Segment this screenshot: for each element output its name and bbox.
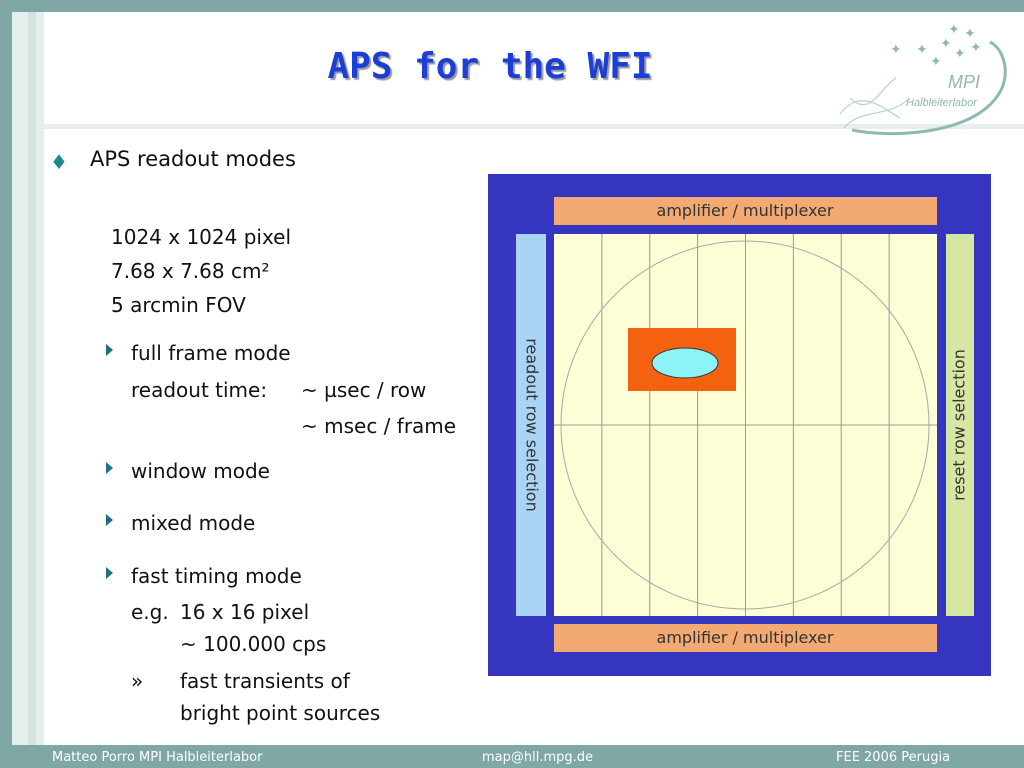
- logo-mpi-text: MPI: [948, 72, 980, 92]
- mode-fast-timing: fast timing mode: [131, 564, 302, 588]
- spec-area: 7.68 x 7.68 cm²: [111, 259, 270, 283]
- side-stripe-inner: [28, 12, 36, 745]
- footer-email: map@hll.mpg.de: [482, 750, 594, 765]
- svg-text:✦: ✦: [890, 42, 902, 58]
- footer-event: FEE 2006 Perugia: [836, 750, 951, 765]
- spec-fov: 5 arcmin FOV: [111, 293, 246, 317]
- note-line1: fast transients of: [180, 669, 350, 693]
- svg-text:✦: ✦: [948, 22, 960, 38]
- amplifier-top-box: [554, 197, 937, 225]
- aps-sensor-diagram: amplifier / multiplexer amplifier / mult…: [488, 174, 991, 676]
- reset-row-selection-box: [946, 234, 974, 616]
- readout-time-frame: ~ msec / frame: [301, 414, 457, 438]
- arrow-bullet-icon: [106, 344, 113, 356]
- point-source-ellipse: [651, 347, 719, 379]
- amplifier-bottom-label: amplifier / multiplexer: [657, 628, 834, 647]
- bullet-main-text: APS readout modes: [90, 147, 296, 171]
- spec-pixels: 1024 x 1024 pixel: [111, 225, 292, 249]
- svg-text:✦: ✦: [940, 36, 952, 52]
- footer-author: Matteo Porro MPI Halbleiterlabor: [52, 750, 263, 765]
- note-line2: bright point sources: [180, 701, 381, 725]
- amplifier-bottom-box: [554, 624, 937, 652]
- svg-text:✦: ✦: [970, 40, 982, 56]
- svg-text:✦: ✦: [930, 54, 942, 70]
- arrow-bullet-icon: [106, 567, 113, 579]
- eg-cps: ~ 100.000 cps: [180, 632, 327, 656]
- logo-halbleiterlabor-text: Halbleiterlabor: [906, 97, 978, 109]
- reset-row-selection-label: reset row selection: [950, 349, 969, 501]
- mode-full-frame: full frame mode: [131, 341, 291, 365]
- svg-text:✦: ✦: [916, 42, 928, 58]
- readout-row-selection-label: readout row selection: [523, 338, 542, 511]
- mpi-logo: ✦✦✦ ✦✦✦ ✦✦ MPI Halbleiterlabor: [839, 22, 1007, 136]
- fov-circle: [560, 240, 930, 610]
- raquo-bullet: »: [131, 669, 144, 693]
- arrow-bullet-icon: [106, 514, 113, 526]
- readout-row-selection-box: [516, 234, 546, 616]
- readout-time-label: readout time:: [131, 378, 268, 402]
- svg-text:✦: ✦: [954, 46, 966, 62]
- amplifier-top-label: amplifier / multiplexer: [657, 201, 834, 220]
- mode-mixed: mixed mode: [131, 511, 256, 535]
- svg-text:✦: ✦: [964, 26, 976, 42]
- readout-time-row: ~ µsec / row: [301, 378, 427, 402]
- title-divider: [44, 124, 1024, 129]
- arrow-bullet-icon: [106, 462, 113, 474]
- slide-title: APS for the WFI: [327, 46, 653, 87]
- diamond-bullet-icon: ♦: [50, 150, 68, 174]
- mode-window: window mode: [131, 459, 270, 483]
- eg-pixels: 16 x 16 pixel: [180, 600, 310, 624]
- eg-label: e.g.: [131, 600, 169, 624]
- footer-bar: Matteo Porro MPI Halbleiterlabor map@hll…: [0, 745, 1024, 768]
